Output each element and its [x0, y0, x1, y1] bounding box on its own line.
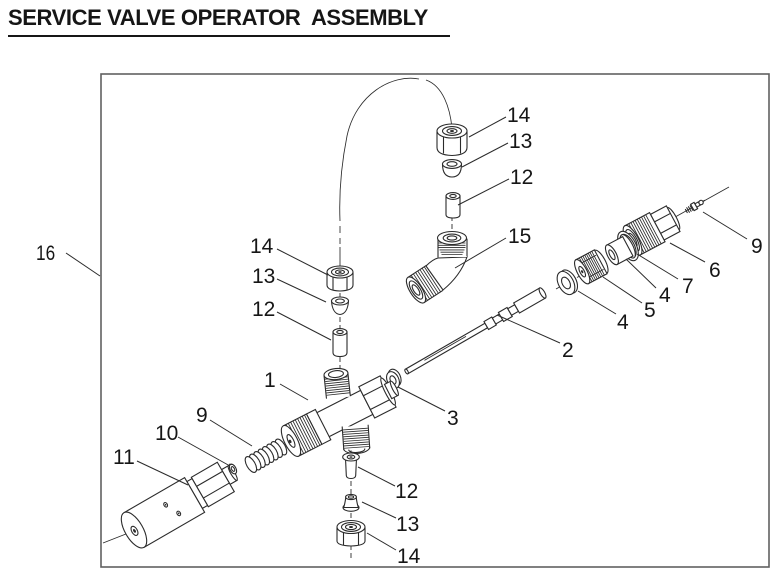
callout-15: 15 — [508, 225, 531, 248]
leader-lines — [65, 116, 748, 551]
callout-12-top: 12 — [510, 166, 533, 189]
callout-5: 5 — [644, 299, 656, 322]
part-4-spacer — [604, 234, 636, 266]
part-9-grease-fitting — [684, 199, 706, 214]
callout-14-left: 14 — [250, 235, 274, 258]
part-13-ferrule-left — [330, 296, 350, 316]
part-11-operator — [120, 461, 238, 549]
callout-11: 11 — [113, 446, 135, 469]
part-5-knurled-nut — [573, 249, 609, 285]
leader-13-left — [276, 278, 327, 303]
callout-9-left: 9 — [196, 404, 208, 427]
callout-4-upper: 4 — [659, 284, 671, 307]
leader-1 — [279, 383, 309, 401]
callout-10: 10 — [155, 422, 178, 445]
part-12-insert-left — [332, 328, 348, 358]
tube-arc — [339, 77, 420, 222]
callout-9-right: 9 — [751, 235, 763, 258]
callout-13-bottom: 13 — [396, 513, 419, 536]
leader-12-bottom — [357, 466, 396, 487]
callout-3: 3 — [447, 407, 459, 430]
callout-7: 7 — [682, 275, 694, 298]
leader-9-right — [702, 211, 748, 240]
leader-3 — [397, 386, 446, 412]
part-1-valve-body — [280, 367, 399, 457]
page-title: SERVICE VALVE OPERATOR ASSEMBLY — [8, 5, 450, 37]
leader-7 — [636, 253, 679, 280]
part-13-ferrule-top — [441, 159, 463, 178]
part-14-nut-left — [326, 265, 354, 292]
callout-labels: 16 14 13 12 15 9 6 7 4 5 4 2 3 14 13 12 … — [36, 104, 763, 568]
part-14-nut-top — [436, 123, 468, 157]
leader-13-bottom — [361, 501, 397, 519]
tube-arc — [425, 79, 453, 129]
leader-15 — [454, 237, 507, 269]
leader-16 — [65, 252, 101, 277]
leader-9-left — [209, 419, 253, 447]
callout-1: 1 — [264, 369, 276, 392]
callout-13-top: 13 — [509, 130, 532, 153]
callout-2: 2 — [562, 339, 574, 362]
leader-11 — [136, 460, 189, 486]
callout-14-bottom: 14 — [397, 545, 421, 568]
leader-6 — [669, 242, 706, 263]
callout-6: 6 — [709, 259, 721, 282]
leader-2 — [496, 314, 561, 344]
leader-4-lower — [577, 290, 617, 315]
callout-12-bottom: 12 — [395, 480, 418, 503]
leader-10 — [177, 436, 231, 467]
callout-13-left: 13 — [252, 265, 275, 288]
part-13-ferrule-bottom — [342, 493, 360, 512]
callout-4-lower: 4 — [617, 311, 629, 334]
leader-4-upper — [625, 258, 657, 289]
callout-12-left: 12 — [252, 298, 275, 321]
diagram-frame — [100, 73, 770, 568]
part-12-insert-top — [445, 192, 461, 219]
valve-top-port — [323, 367, 351, 400]
part-9-spring — [244, 438, 288, 473]
part-2-stem — [404, 287, 547, 375]
part-12-insert-bottom — [342, 452, 360, 480]
leader-5 — [602, 276, 643, 304]
valve-bottom-port — [341, 424, 371, 455]
callout-16: 16 — [36, 243, 55, 266]
callout-14-top: 14 — [507, 104, 531, 127]
leader-13-top — [461, 142, 509, 168]
part-15-elbow — [403, 230, 468, 306]
leader-12-left — [276, 311, 332, 341]
part-14-nut-bottom — [336, 519, 366, 547]
part-4-washer — [556, 269, 579, 296]
part-10-clip — [228, 463, 238, 475]
leader-14-top — [468, 116, 507, 138]
leader-14-bottom — [366, 532, 397, 551]
leader-12-top — [457, 178, 510, 206]
leader-14-left — [276, 248, 329, 276]
